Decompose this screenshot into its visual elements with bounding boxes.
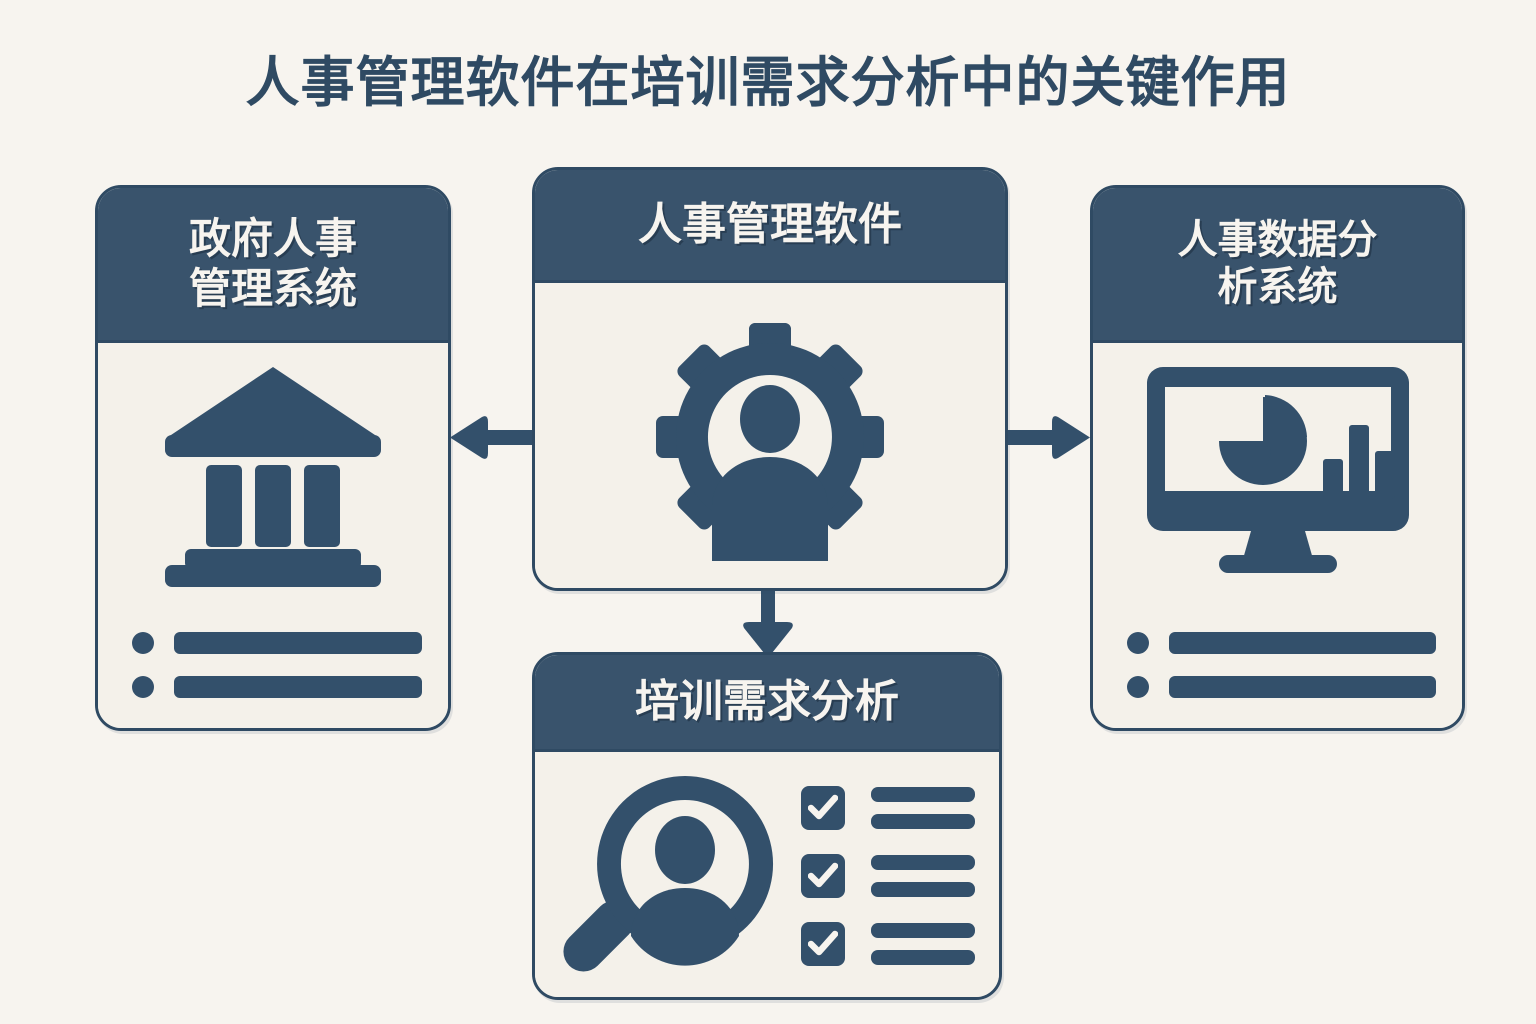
list-item [1127, 676, 1436, 698]
card-hr-data-analytics-system-body [1093, 343, 1462, 728]
card-government-hr-system-title-line2: 管理系统 [188, 265, 357, 312]
card-training-needs-analysis-header: 培训需求分析 [535, 655, 999, 752]
card-hr-management-software-body [535, 283, 1005, 588]
connector-center-to-right [998, 392, 1090, 484]
card-hr-data-analytics-system-header: 人事数据分 析系统 [1093, 188, 1462, 343]
list-item[interactable] [801, 922, 975, 966]
gear-person-icon [535, 283, 1005, 588]
text-line [871, 950, 975, 965]
bullet-dot-icon [132, 676, 154, 698]
monitor-analytics-icon [1093, 355, 1462, 585]
text-line [871, 787, 975, 802]
list-item[interactable] [801, 854, 975, 898]
text-line [871, 882, 975, 897]
card-hr-management-software-header: 人事管理软件 [535, 170, 1005, 283]
list-item [132, 632, 422, 654]
connector-center-to-left [450, 392, 542, 484]
bullet-bar [174, 676, 422, 698]
card-hr-data-analytics-system-title-line2: 析系统 [1217, 265, 1338, 309]
card-government-hr-system-title-line1: 政府人事 [188, 215, 357, 263]
list-item [1127, 632, 1436, 654]
analytics-bullet-list [1127, 632, 1436, 698]
bank-base-icon [163, 549, 383, 594]
bank-building-icon [98, 359, 448, 559]
checkbox-checked-icon[interactable] [801, 854, 845, 898]
bullet-bar [1169, 632, 1436, 654]
card-training-needs-analysis[interactable]: 培训需求分析 [532, 652, 1002, 1000]
text-line [871, 814, 975, 829]
government-bullet-list [132, 632, 422, 698]
list-item[interactable] [801, 786, 975, 830]
card-hr-management-software[interactable]: 人事管理软件 [532, 167, 1008, 591]
checkbox-checked-icon[interactable] [801, 922, 845, 966]
bullet-dot-icon [132, 632, 154, 654]
magnifier-person-icon [563, 766, 779, 987]
connector-center-to-bottom [743, 588, 793, 658]
text-line [871, 923, 975, 938]
card-hr-management-software-title: 人事管理软件 [638, 200, 902, 250]
card-government-hr-system-header: 政府人事 管理系统 [98, 188, 448, 343]
card-training-needs-analysis-body [535, 752, 999, 997]
list-item [132, 676, 422, 698]
card-hr-data-analytics-system[interactable]: 人事数据分 析系统 [1090, 185, 1465, 731]
bullet-bar [174, 632, 422, 654]
training-needs-checklist [801, 786, 975, 966]
card-government-hr-system-body [98, 343, 448, 728]
card-hr-data-analytics-system-title-line1: 人事数据分 [1177, 217, 1378, 262]
bullet-dot-icon [1127, 632, 1149, 654]
bullet-bar [1169, 676, 1436, 698]
page-title: 人事管理软件在培训需求分析中的关键作用 [245, 53, 1291, 113]
card-training-needs-analysis-title: 培训需求分析 [635, 677, 899, 727]
text-line [871, 855, 975, 870]
checkbox-checked-icon[interactable] [801, 786, 845, 830]
card-government-hr-system[interactable]: 政府人事 管理系统 [95, 185, 451, 731]
bullet-dot-icon [1127, 676, 1149, 698]
